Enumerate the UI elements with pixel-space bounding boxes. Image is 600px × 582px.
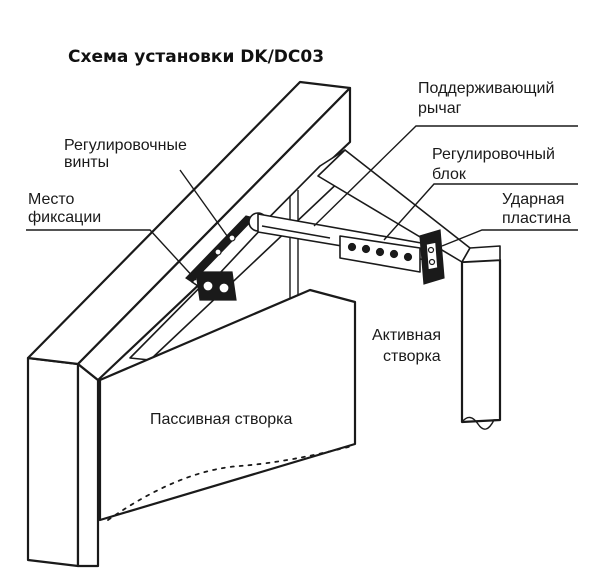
label-active-leaf-line2: створка xyxy=(383,348,441,365)
diagram-title: Схема установки DK/DC03 xyxy=(68,47,324,67)
label-fixing-point-line2: фиксации xyxy=(28,209,101,226)
left-jamb-side xyxy=(76,362,100,568)
right-jamb xyxy=(460,258,502,424)
label-strike-plate-line1: Ударная xyxy=(502,191,564,208)
label-active-leaf-line1: Активная xyxy=(372,327,441,344)
arm-assembly xyxy=(185,212,445,301)
leader-strike-plate xyxy=(441,229,578,247)
head-beam-underside xyxy=(76,86,352,382)
label-adjusting-block-line2: блок xyxy=(432,166,467,183)
label-strike-plate-line2: пластина xyxy=(502,210,571,227)
leader-lines xyxy=(26,125,578,281)
passive-leaf xyxy=(98,288,357,522)
label-passive-leaf: Пассивная створка xyxy=(150,411,292,428)
label-fixing-point-line1: Место xyxy=(28,191,75,208)
labels: Поддерживающий рычаг Регулировочные винт… xyxy=(28,80,571,428)
leader-fixing-point xyxy=(26,229,197,281)
passive-leaf-cut-line xyxy=(107,445,353,521)
label-support-arm-line1: Поддерживающий xyxy=(418,80,554,97)
leader-support-arm xyxy=(313,125,578,227)
label-adjusting-block-line1: Регулировочный xyxy=(432,146,555,163)
label-support-arm-line2: рычаг xyxy=(418,100,462,117)
leader-adjusting-block xyxy=(383,183,578,241)
left-jamb-front xyxy=(26,356,80,568)
label-adjusting-screws-line1: Регулировочные xyxy=(64,137,187,154)
leader-adjusting-screws xyxy=(179,169,231,241)
label-adjusting-screws-line2: винты xyxy=(64,154,109,171)
passive-leaf-panel xyxy=(98,288,357,522)
fixing-point-bracket xyxy=(195,271,237,301)
